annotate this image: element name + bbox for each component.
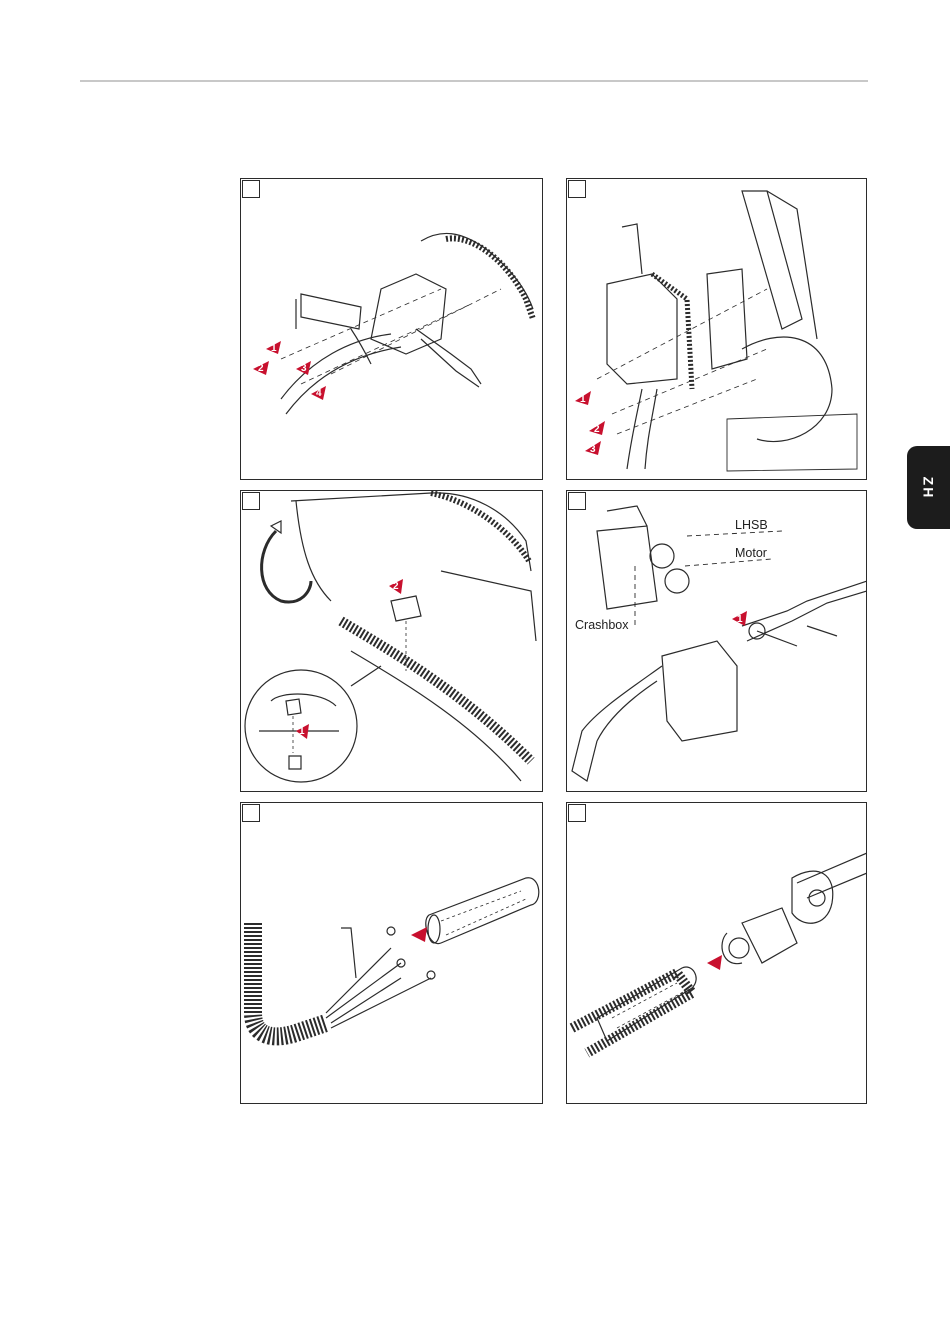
arrow-marks: 1 [732, 611, 747, 626]
illustration-robot-arm-mount: 1 2 3 [567, 179, 867, 480]
label-motor: Motor [735, 546, 767, 560]
svg-text:1: 1 [271, 343, 277, 354]
illustration-hose-sleeve [241, 803, 543, 1104]
step-number-box-5 [242, 804, 260, 822]
step-number-box-6 [568, 804, 586, 822]
svg-text:3: 3 [301, 363, 307, 374]
svg-text:1: 1 [299, 726, 305, 737]
arrow-marks: 12 3 4 [253, 341, 326, 400]
language-tab[interactable]: ZH [907, 446, 950, 529]
svg-text:1: 1 [737, 614, 743, 625]
step-number-box-2 [568, 180, 586, 198]
arrow-marks [411, 927, 427, 942]
label-lhsb: LHSB [735, 518, 768, 532]
step-number-box-3 [242, 492, 260, 510]
svg-text:1: 1 [580, 394, 586, 405]
header-rule [80, 80, 868, 82]
arrow-marks: 21 [296, 579, 403, 739]
step-number-box-1 [242, 180, 260, 198]
figure-panel-5 [240, 802, 543, 1104]
step-number-box-4 [568, 492, 586, 510]
illustration-torch-connection: 1 [567, 491, 867, 792]
figure-panel-6 [566, 802, 867, 1104]
svg-text:4: 4 [316, 388, 322, 399]
arrow-marks [707, 955, 722, 970]
svg-text:2: 2 [258, 363, 264, 374]
figure-panel-2: 1 2 3 [566, 178, 867, 480]
language-tab-label: ZH [920, 476, 936, 499]
svg-text:2: 2 [393, 581, 399, 592]
label-crashbox: Crashbox [575, 618, 629, 632]
illustration-connector-detail: 21 [241, 491, 543, 792]
figure-panel-4: 1 LHSB Motor Crashbox [566, 490, 867, 792]
arrow-marks: 1 2 3 [575, 391, 605, 455]
svg-text:3: 3 [590, 444, 596, 455]
svg-text:2: 2 [594, 424, 600, 435]
illustration-bracket-assembly: 12 3 4 [241, 179, 543, 480]
illustration-hose-to-robot [567, 803, 867, 1104]
